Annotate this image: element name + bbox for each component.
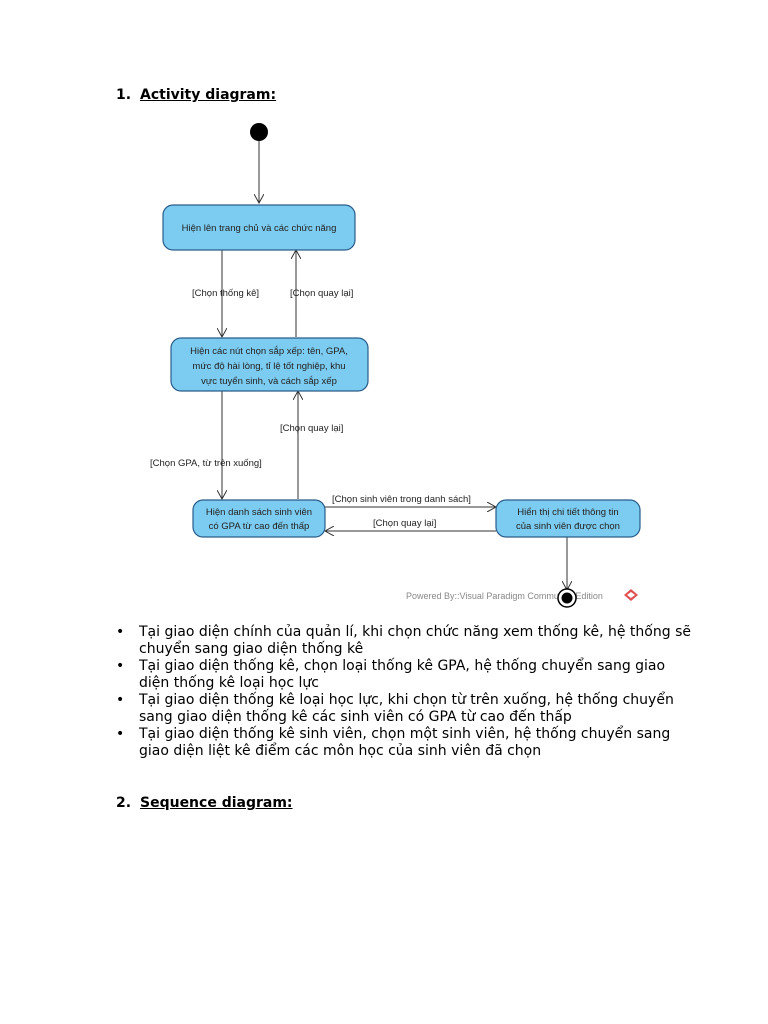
bullet-icon: • — [116, 726, 125, 742]
section-2-title: Sequence diagram: — [140, 795, 293, 811]
list-item-text: Tại giao diện chính của quản lí, khi chọ… — [139, 624, 691, 657]
node-detail-line-1: Hiển thị chi tiết thông tin — [517, 507, 618, 518]
node-list-line-2: có GPA từ cao đến thấp — [209, 521, 310, 532]
node-student-list: Hiện danh sách sinh viên có GPA từ cao đ… — [192, 499, 326, 538]
section-1-heading: 1. Activity diagram: — [116, 87, 276, 103]
node-sort-line-1: Hiện các nút chọn sắp xếp: tên, GPA, — [190, 346, 348, 357]
node-home: Hiện lên trang chủ và các chức năng — [162, 204, 356, 251]
bullet-icon: • — [116, 624, 125, 640]
section-2-number: 2. — [116, 795, 132, 811]
node-student-detail: Hiển thị chi tiết thông tin của sinh viê… — [495, 499, 641, 538]
edge-label-choose-stats: [Chọn thống kê] — [192, 288, 259, 299]
initial-node — [250, 123, 268, 141]
list-item: • Tại giao diện chính của quản lí, khi ch… — [116, 624, 696, 658]
section-1-title: Activity diagram: — [140, 87, 277, 103]
list-item: • Tại giao diện thống kê loại học lực, kh… — [116, 692, 696, 726]
node-home-line-1: Hiện lên trang chủ và các chức năng — [182, 223, 337, 234]
edge-label-choose-student: [Chọn sinh viên trong danh sách] — [332, 494, 471, 505]
node-detail-line-2: của sinh viên được chọn — [516, 521, 620, 532]
powered-by-watermark: Powered By::Visual Paradigm Community Ed… — [406, 591, 603, 601]
list-item: • Tại giao diện thống kê sinh viên, chọn … — [116, 726, 696, 760]
bullet-list: • Tại giao diện chính của quản lí, khi ch… — [116, 624, 696, 760]
section-1-number: 1. — [116, 87, 132, 103]
list-item-text: Tại giao diện thống kê loại học lực, khi… — [139, 692, 674, 725]
activity-diagram: [Chọn thống kê] [Chọn quay lại] [Chọn qu… — [150, 123, 641, 608]
edge-label-back-3: [Chọn quay lại] — [373, 518, 436, 529]
section-2-heading: 2. Sequence diagram: — [116, 795, 293, 811]
bullet-icon: • — [116, 692, 125, 708]
node-sort-line-2: mức độ hài lòng, tỉ lệ tốt nghiệp, khu — [192, 361, 345, 372]
edge-label-choose-gpa: [Chọn GPA, từ trên xuống] — [150, 458, 262, 469]
node-sort-options: Hiện các nút chọn sắp xếp: tên, GPA, mức… — [170, 337, 369, 392]
visual-paradigm-logo-icon — [624, 589, 638, 601]
edge-label-back-1: [Chọn quay lại] — [290, 288, 353, 299]
list-item: • Tại giao diện thống kê, chọn loại thống… — [116, 658, 696, 692]
node-sort-line-3: vực tuyển sinh, và cách sắp xếp — [201, 376, 337, 387]
list-item-text: Tại giao diện thống kê sinh viên, chọn m… — [139, 726, 671, 759]
bullet-icon: • — [116, 658, 125, 674]
list-item-text: Tại giao diện thống kê, chọn loại thống … — [139, 658, 666, 691]
final-node — [557, 588, 577, 608]
node-list-line-1: Hiện danh sách sinh viên — [206, 507, 312, 518]
edge-label-back-2: [Chọn quay lại] — [280, 423, 343, 434]
